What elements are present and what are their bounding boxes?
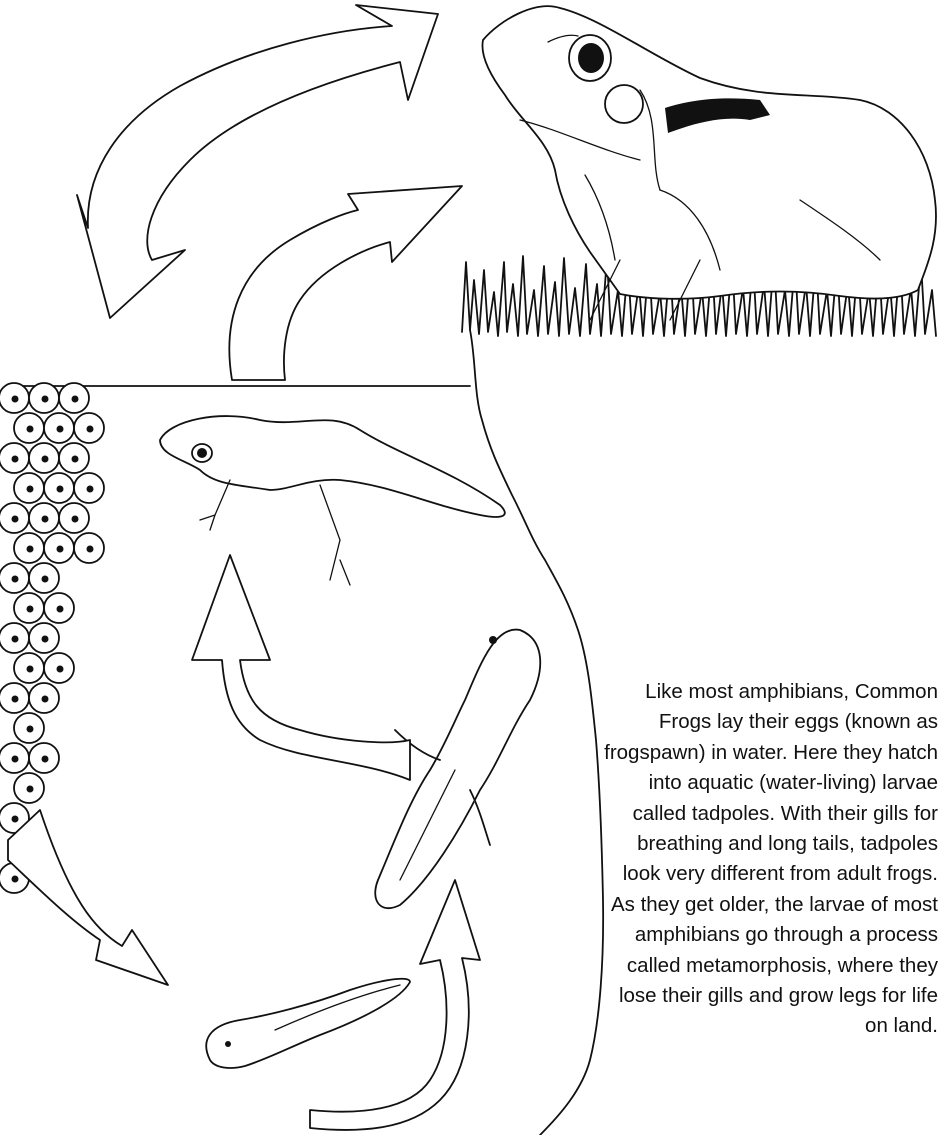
egg-embryo	[42, 576, 49, 583]
egg-embryo	[42, 456, 49, 463]
egg-embryo	[57, 606, 64, 613]
egg-embryo	[42, 516, 49, 523]
arrow-froglet-to-frog	[229, 186, 462, 380]
egg-embryo	[12, 696, 19, 703]
egg-embryo	[72, 516, 79, 523]
egg-embryo	[42, 396, 49, 403]
frog-eardrum-icon	[605, 85, 643, 123]
egg-embryo	[42, 696, 49, 703]
egg-embryo	[57, 486, 64, 493]
egg-embryo	[42, 636, 49, 643]
egg-embryo	[72, 456, 79, 463]
egg-embryo	[87, 426, 94, 433]
egg-embryo	[12, 636, 19, 643]
arrow-spawn-to-tadpole	[8, 810, 168, 985]
tadpole	[206, 979, 410, 1068]
egg-embryo	[27, 546, 34, 553]
egg-embryo	[87, 546, 94, 553]
egg-embryo	[57, 426, 64, 433]
egg-embryo	[12, 396, 19, 403]
egg-embryo	[27, 486, 34, 493]
egg-embryo	[12, 756, 19, 763]
egg-embryo	[27, 786, 34, 793]
egg-embryo	[27, 726, 34, 733]
arrow-legged-tadpole-to-froglet	[192, 555, 410, 780]
froglet	[160, 416, 505, 585]
egg-embryo	[12, 516, 19, 523]
egg-embryo	[12, 876, 19, 883]
egg-embryo	[42, 756, 49, 763]
egg-embryo	[12, 576, 19, 583]
egg-embryo	[87, 486, 94, 493]
egg-embryo	[12, 456, 19, 463]
egg-embryo	[57, 546, 64, 553]
egg-embryo	[57, 666, 64, 673]
adult-frog	[482, 6, 936, 320]
egg-embryo	[27, 666, 34, 673]
egg-embryo	[12, 816, 19, 823]
life-cycle-caption: Like most amphibians, Common Frogs lay t…	[600, 677, 938, 1042]
frogspawn	[0, 383, 104, 893]
egg-embryo	[72, 396, 79, 403]
egg-embryo	[27, 426, 34, 433]
egg-embryo	[27, 606, 34, 613]
